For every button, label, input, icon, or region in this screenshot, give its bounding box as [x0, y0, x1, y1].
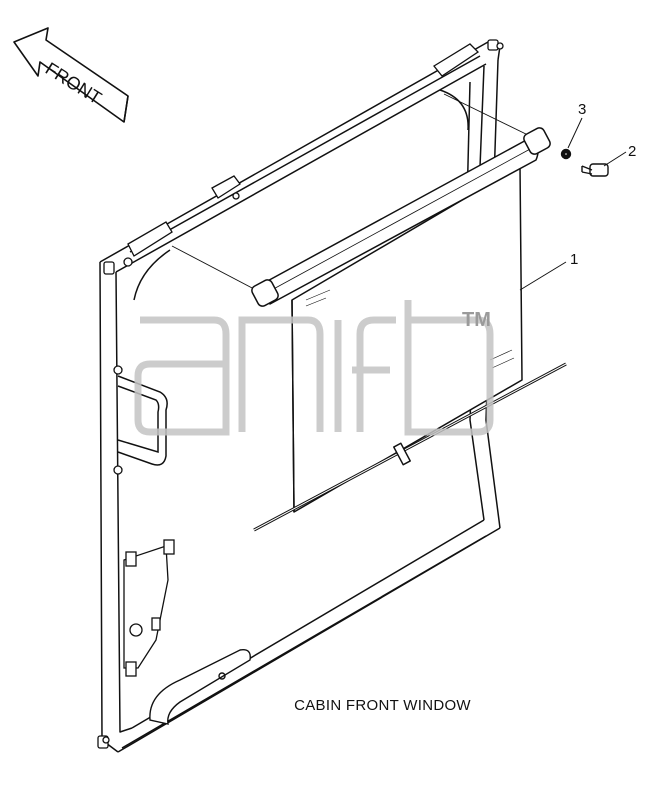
top-right-bolt — [496, 42, 504, 50]
frame-bottom-rail-edge — [121, 535, 487, 749]
top-left-bracket — [127, 221, 173, 257]
callout-3-leader — [567, 117, 583, 149]
blind-pull-tab — [393, 442, 411, 466]
alignment-lines — [171, 93, 531, 291]
left-post-bolt-2 — [113, 465, 123, 475]
callout-2-leader — [603, 151, 627, 167]
callout-leaders — [519, 117, 627, 291]
callout-1: 1 — [570, 251, 578, 268]
frame-left-post-inner — [115, 271, 133, 733]
latch-upper-clip — [163, 539, 175, 555]
diagram-caption: CABIN FRONT WINDOW — [0, 697, 661, 714]
callout-numbers: 1 2 3 — [570, 101, 636, 268]
top-mid-bracket — [211, 175, 241, 199]
watermark-tm: TM — [462, 309, 491, 331]
blind-shading — [305, 289, 515, 369]
watermark-logo — [134, 300, 494, 436]
bottom-left-bolt — [102, 736, 110, 744]
callout-3: 3 — [578, 101, 586, 118]
latch-assembly — [123, 539, 175, 677]
latch-lower-clip — [125, 661, 137, 677]
frame-left-inner-curve — [133, 249, 171, 301]
front-arrow-icon: FRONT — [13, 27, 129, 123]
top-left-bolt — [123, 257, 133, 267]
top-left-pin — [103, 261, 115, 275]
bolt — [581, 163, 609, 177]
top-right-bracket — [433, 43, 480, 77]
lower-handle-bar — [149, 649, 251, 725]
frame-left-post-outer — [99, 261, 119, 753]
callout-1-leader — [519, 261, 567, 291]
fasteners — [560, 148, 609, 177]
latch-top-clip — [125, 551, 137, 567]
left-post-bolt-1 — [113, 365, 123, 375]
roller-left-cap — [251, 279, 279, 307]
roller-right-cap — [523, 127, 551, 155]
frame-top-inner-curve — [439, 89, 469, 131]
frame-top-rail-inner — [115, 63, 487, 273]
frame-hardware — [97, 39, 504, 749]
top-mid-bolt — [232, 192, 240, 200]
grab-handle — [117, 375, 168, 466]
latch-knob — [129, 623, 143, 637]
latch-side-clip — [151, 617, 161, 631]
caption-text: CABIN FRONT WINDOW — [294, 697, 471, 714]
callout-2: 2 — [628, 143, 636, 160]
frame-top-rail-edge — [129, 55, 481, 253]
